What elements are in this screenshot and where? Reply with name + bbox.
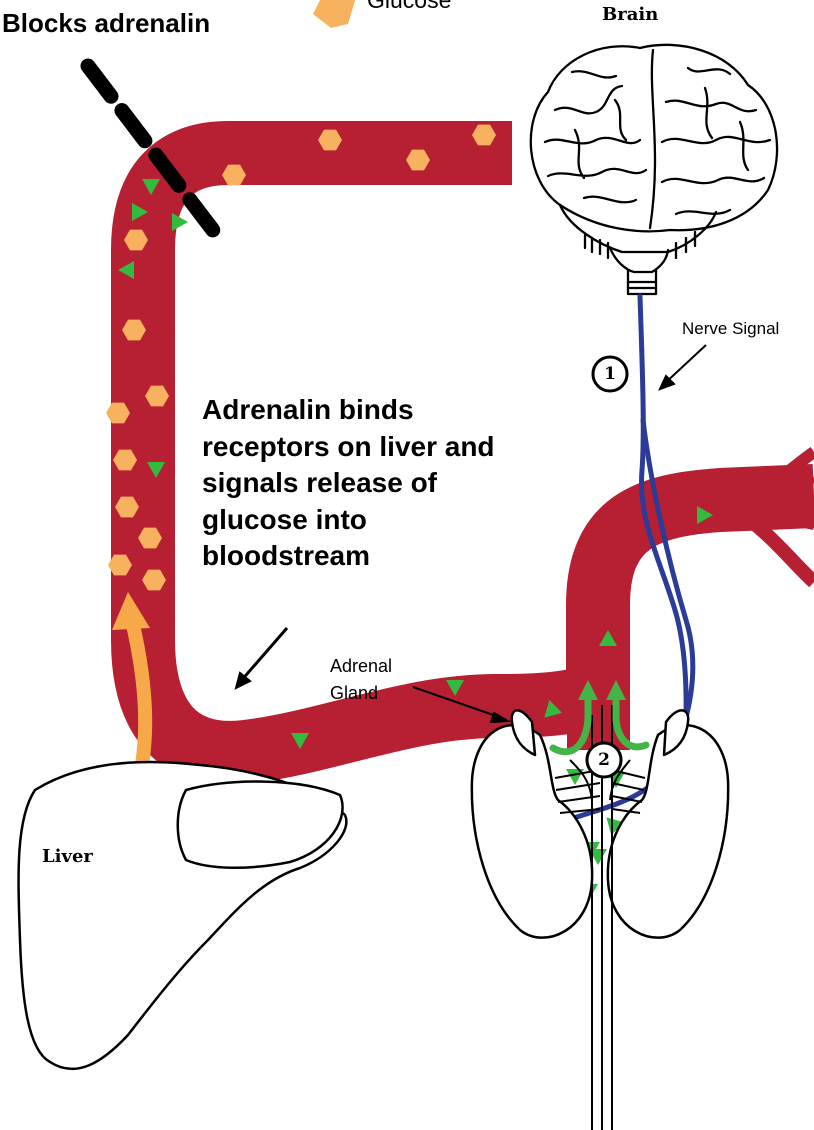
caption-line-4: glucose into: [202, 502, 495, 539]
liver-illustration: [19, 762, 347, 1069]
caption-line-3: signals release of: [202, 465, 495, 502]
main-caption: Adrenalin binds receptors on liver and s…: [202, 392, 495, 575]
blocks-adrenalin-label: Blocks adrenalin: [2, 8, 210, 39]
nerve-signal-label: Nerve Signal: [682, 319, 779, 339]
brain-label: Brain: [602, 4, 658, 25]
aorta-trunk: [598, 496, 814, 720]
step-2-number: 2: [586, 742, 622, 778]
adrenal-label-line2: Gland: [330, 683, 378, 704]
brain-illustration: [531, 45, 777, 294]
legend: [313, 0, 357, 28]
caption-line-1: Adrenalin binds: [202, 392, 495, 429]
caption-pointer: [240, 628, 287, 682]
glucose-legend-label: Glucose: [367, 0, 451, 14]
liver-label: Liver: [42, 846, 93, 867]
caption-line-2: receptors on liver and: [202, 429, 495, 466]
caption-line-5: bloodstream: [202, 538, 495, 575]
step-1-number: 1: [592, 356, 628, 392]
glucose-icon: [313, 0, 357, 28]
adrenal-label-line1: Adrenal: [330, 656, 392, 677]
